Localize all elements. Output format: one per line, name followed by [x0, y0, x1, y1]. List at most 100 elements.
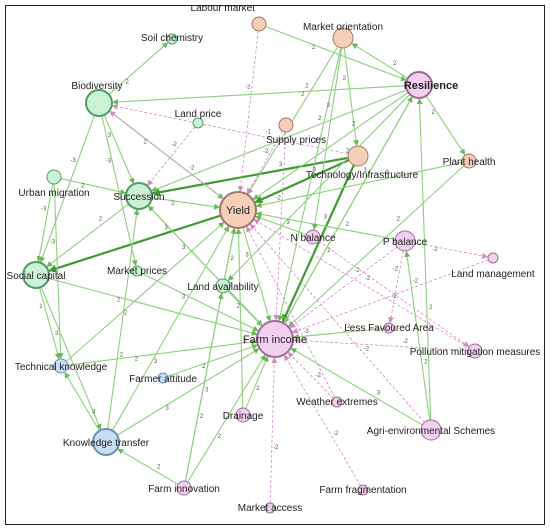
node-label: Technology/Infrastructure [306, 170, 419, 181]
edge-weight: 2 [318, 116, 322, 122]
edge-weight: 2 [312, 45, 316, 51]
node-market-orientation[interactable]: Market orientation [303, 22, 383, 49]
node-farm-income[interactable]: Farm income [243, 320, 307, 358]
edge-market-access-to-farm-income [269, 356, 278, 504]
edge-weight: -3 [41, 207, 47, 213]
edge-weight: 2 [135, 357, 139, 363]
node-circle[interactable] [332, 27, 354, 49]
node-land-price[interactable]: Land price [175, 109, 222, 129]
node-plant-health[interactable]: Plant health [443, 153, 496, 169]
edge-weight: 2 [397, 216, 401, 222]
edge-farm-fragmentation-to-farm-income [284, 354, 361, 486]
node-social-capital[interactable]: Social capital [7, 261, 66, 289]
node-drainage[interactable]: Drainage [223, 407, 264, 423]
node-circle[interactable] [92, 428, 120, 456]
node-label: Less Favoured Area [344, 323, 434, 334]
edge-weight: -2 [315, 373, 321, 379]
edge-market-orientation-to-technology-infrastructure [343, 47, 359, 147]
edge-farmer-attitude-to-farm-income [167, 344, 259, 377]
node-label: Weather extremes [296, 397, 378, 408]
edge-weight: 3 [324, 214, 328, 220]
edge-land-price-to-succession [147, 126, 196, 186]
node-weather-extremes[interactable]: Weather extremes [296, 396, 378, 408]
edge-urban-migration-to-technical-knowledge [53, 183, 64, 360]
node-circle[interactable] [131, 265, 143, 277]
node-land-management[interactable]: Land management [451, 252, 535, 280]
node-supply-prices[interactable]: Supply prices [266, 117, 326, 146]
node-market-prices[interactable]: Market prices [107, 265, 167, 277]
node-circle[interactable] [383, 322, 395, 334]
edge-farm-income-to-resilience [283, 96, 413, 324]
edge-knowledge-transfer-to-yield [111, 225, 230, 431]
node-circle[interactable] [53, 358, 69, 374]
node-circle[interactable] [215, 278, 231, 294]
node-circle[interactable] [264, 502, 276, 514]
node-technical-knowledge[interactable]: Technical knowledge [15, 358, 108, 374]
edge-labour-market-to-yield [237, 30, 259, 193]
edge-succession-to-yield [151, 197, 221, 210]
node-circle[interactable] [461, 153, 477, 169]
node-labour-market[interactable]: Labour market [191, 6, 267, 32]
edge-plant-health-to-farm-income [288, 165, 465, 327]
edge-weight: 3 [108, 133, 112, 139]
node-circle[interactable] [22, 261, 50, 289]
node-label: Resilience [404, 80, 458, 92]
edge-weight: 3 [154, 359, 158, 365]
node-farm-fragmentation[interactable]: Farm fragmentation [319, 484, 407, 496]
node-succession[interactable]: Succession [113, 182, 165, 210]
node-circle[interactable] [85, 89, 113, 117]
node-yield[interactable]: Yield [219, 191, 257, 229]
node-circle[interactable] [420, 419, 442, 441]
edge-drainage-to-yield [235, 227, 244, 409]
node-soil-chemistry[interactable]: Soil chemistry [141, 33, 203, 45]
node-farm-innovation[interactable]: Farm innovation [148, 480, 220, 496]
node-circle[interactable] [192, 117, 204, 129]
node-circle[interactable] [331, 396, 343, 408]
node-circle[interactable] [235, 407, 251, 423]
edge-weight: -2 [354, 268, 360, 274]
edge-weight: 2 [117, 297, 121, 303]
node-circle[interactable] [278, 117, 294, 133]
edge-weight: 2 [144, 140, 148, 146]
edge-weight: 3 [55, 331, 59, 337]
node-circle[interactable] [256, 320, 294, 358]
node-circle[interactable] [467, 343, 483, 359]
edge-resilience-to-plant-health [425, 95, 466, 156]
edge-weight: 2 [352, 121, 356, 127]
edge-biodiversity-to-market-prices [101, 115, 138, 267]
node-circle[interactable] [219, 191, 257, 229]
node-circle[interactable] [176, 480, 192, 496]
node-p-balance[interactable]: P balance [383, 230, 428, 252]
node-circle[interactable] [357, 484, 369, 496]
node-circle[interactable] [405, 71, 433, 99]
node-agri-environmental[interactable]: Agri-environmental Schemes [367, 419, 495, 441]
node-pollution-mitigation[interactable]: Pollution mitigation measures [410, 343, 541, 359]
node-farmer-attitude[interactable]: Farmer attitude [129, 372, 197, 385]
node-circle[interactable] [394, 230, 416, 252]
node-circle[interactable] [305, 229, 321, 245]
node-circle[interactable] [46, 169, 62, 185]
edge-weight: -2 [391, 294, 397, 300]
node-biodiversity[interactable]: Biodiversity [71, 81, 123, 117]
node-circle[interactable] [487, 252, 499, 264]
node-circle[interactable] [251, 16, 267, 32]
node-land-availability[interactable]: Land availability [187, 278, 259, 294]
node-technology-infrastructure[interactable]: Technology/Infrastructure [306, 145, 419, 181]
edge-farm-innovation-to-land-availability [184, 292, 224, 482]
node-urban-migration[interactable]: Urban migration [18, 169, 90, 199]
node-label: Drainage [223, 411, 264, 422]
node-n-balance[interactable]: N balance [290, 229, 336, 245]
node-circle[interactable] [157, 372, 169, 384]
node-resilience[interactable]: Resilience [404, 71, 458, 99]
node-market-access[interactable]: Market access [238, 502, 302, 514]
node-circle[interactable] [347, 145, 369, 167]
node-knowledge-transfer[interactable]: Knowledge transfer [63, 428, 150, 456]
edge-resilience-to-biodiversity [111, 85, 407, 105]
node-less-favoured-area[interactable]: Less Favoured Area [344, 322, 434, 334]
node-circle[interactable] [125, 182, 153, 210]
node-circle[interactable] [166, 33, 178, 45]
edge-plant-health-to-yield [255, 161, 463, 208]
edge-resilience-to-market-orientation [351, 43, 409, 79]
edge-weight: 3 [92, 409, 96, 415]
edge-n-balance-to-yield [254, 215, 307, 236]
